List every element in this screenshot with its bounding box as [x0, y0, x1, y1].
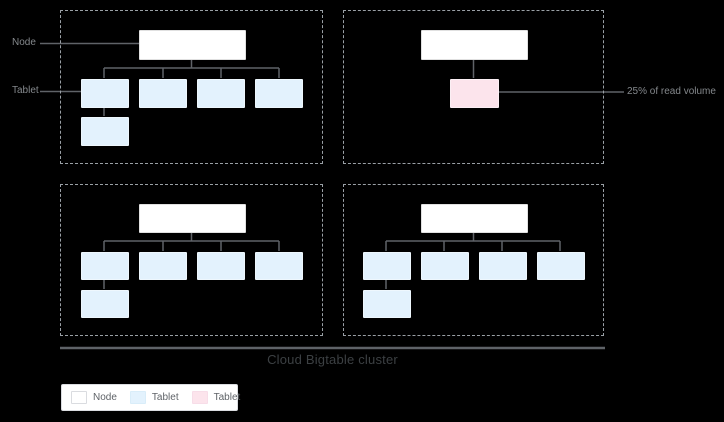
legend-label: Tablet — [151, 392, 179, 403]
hot-tablet-swatch — [191, 391, 208, 404]
overflow-tablet-box — [363, 290, 411, 318]
node-box — [139, 30, 246, 60]
node-swatch — [71, 391, 87, 404]
node-box — [421, 30, 528, 60]
legend-item-hot-tablet: Tablet — [191, 391, 241, 404]
tablet-box — [421, 252, 469, 280]
tablet-box — [537, 252, 585, 280]
tablet-box — [81, 79, 129, 108]
overflow-tablet-box — [81, 117, 129, 146]
cluster-title: Cloud Bigtable cluster — [267, 352, 398, 367]
legend-item-node: Node — [71, 391, 117, 404]
overflow-tablet-box — [81, 290, 129, 318]
tablet-box — [255, 79, 303, 108]
node-pointer-label: Node — [12, 37, 36, 48]
read-volume-label: 25% of read volume — [627, 86, 716, 97]
tablet-box — [255, 252, 303, 280]
node-group-1 — [60, 10, 323, 164]
node-group-2 — [343, 10, 604, 164]
tablet-box — [81, 252, 129, 280]
node-box — [139, 204, 246, 233]
tablet-box — [139, 252, 187, 280]
legend-item-tablet: Tablet — [129, 391, 179, 404]
tablet-box — [479, 252, 527, 280]
tablet-box — [197, 252, 245, 280]
node-group-3 — [60, 184, 323, 336]
legend: Node Tablet Tablet — [61, 384, 241, 411]
legend-label: Node — [93, 392, 117, 403]
legend-label: Tablet — [213, 392, 241, 403]
tablet-box — [363, 252, 411, 280]
node-group-4 — [343, 184, 604, 336]
tablet-box — [197, 79, 245, 108]
tablet-pointer-label: Tablet — [12, 85, 39, 96]
tablet-swatch — [129, 391, 146, 404]
hot-tablet-box — [450, 79, 499, 108]
node-box — [421, 204, 528, 233]
tablet-box — [139, 79, 187, 108]
